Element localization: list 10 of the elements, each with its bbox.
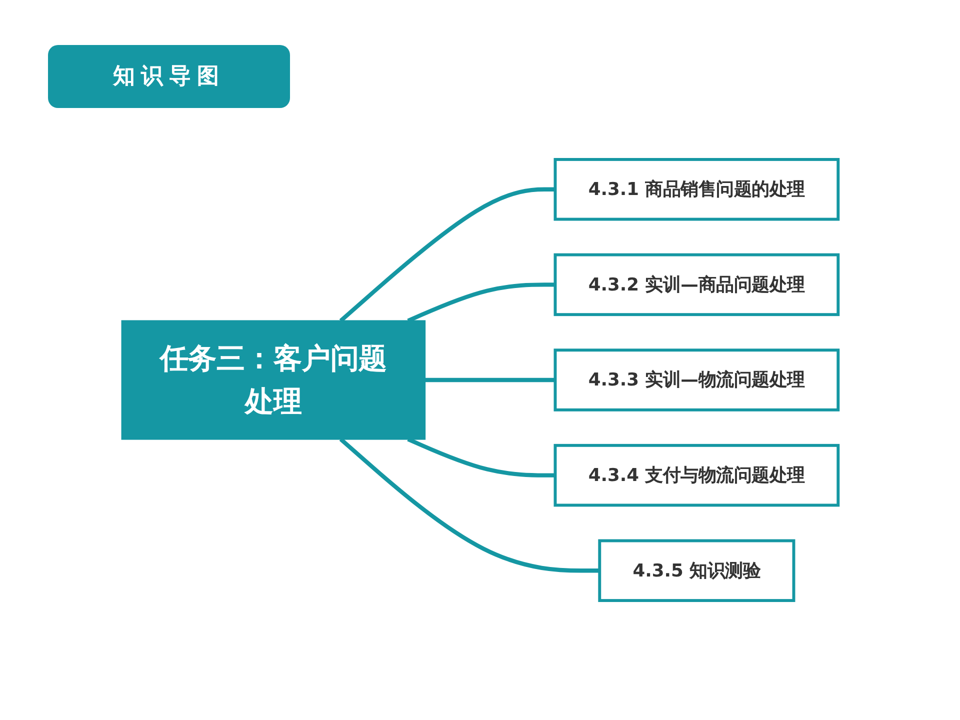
title-banner: 知识导图 bbox=[48, 45, 290, 108]
connector bbox=[424, 378, 556, 382]
connector bbox=[339, 187, 556, 322]
node-box: 4.3.5 知识测验 bbox=[598, 539, 796, 602]
connector bbox=[339, 438, 600, 573]
node-box: 4.3.1 商品销售问题的处理 bbox=[554, 158, 840, 221]
node-box: 4.3.2 实训—商品问题处理 bbox=[554, 253, 840, 316]
node-box: 任务三：客户问题处理 bbox=[121, 320, 426, 440]
node-box: 4.3.3 实训—物流问题处理 bbox=[554, 348, 840, 412]
node-box: 4.3.4 支付与物流问题处理 bbox=[554, 444, 840, 507]
